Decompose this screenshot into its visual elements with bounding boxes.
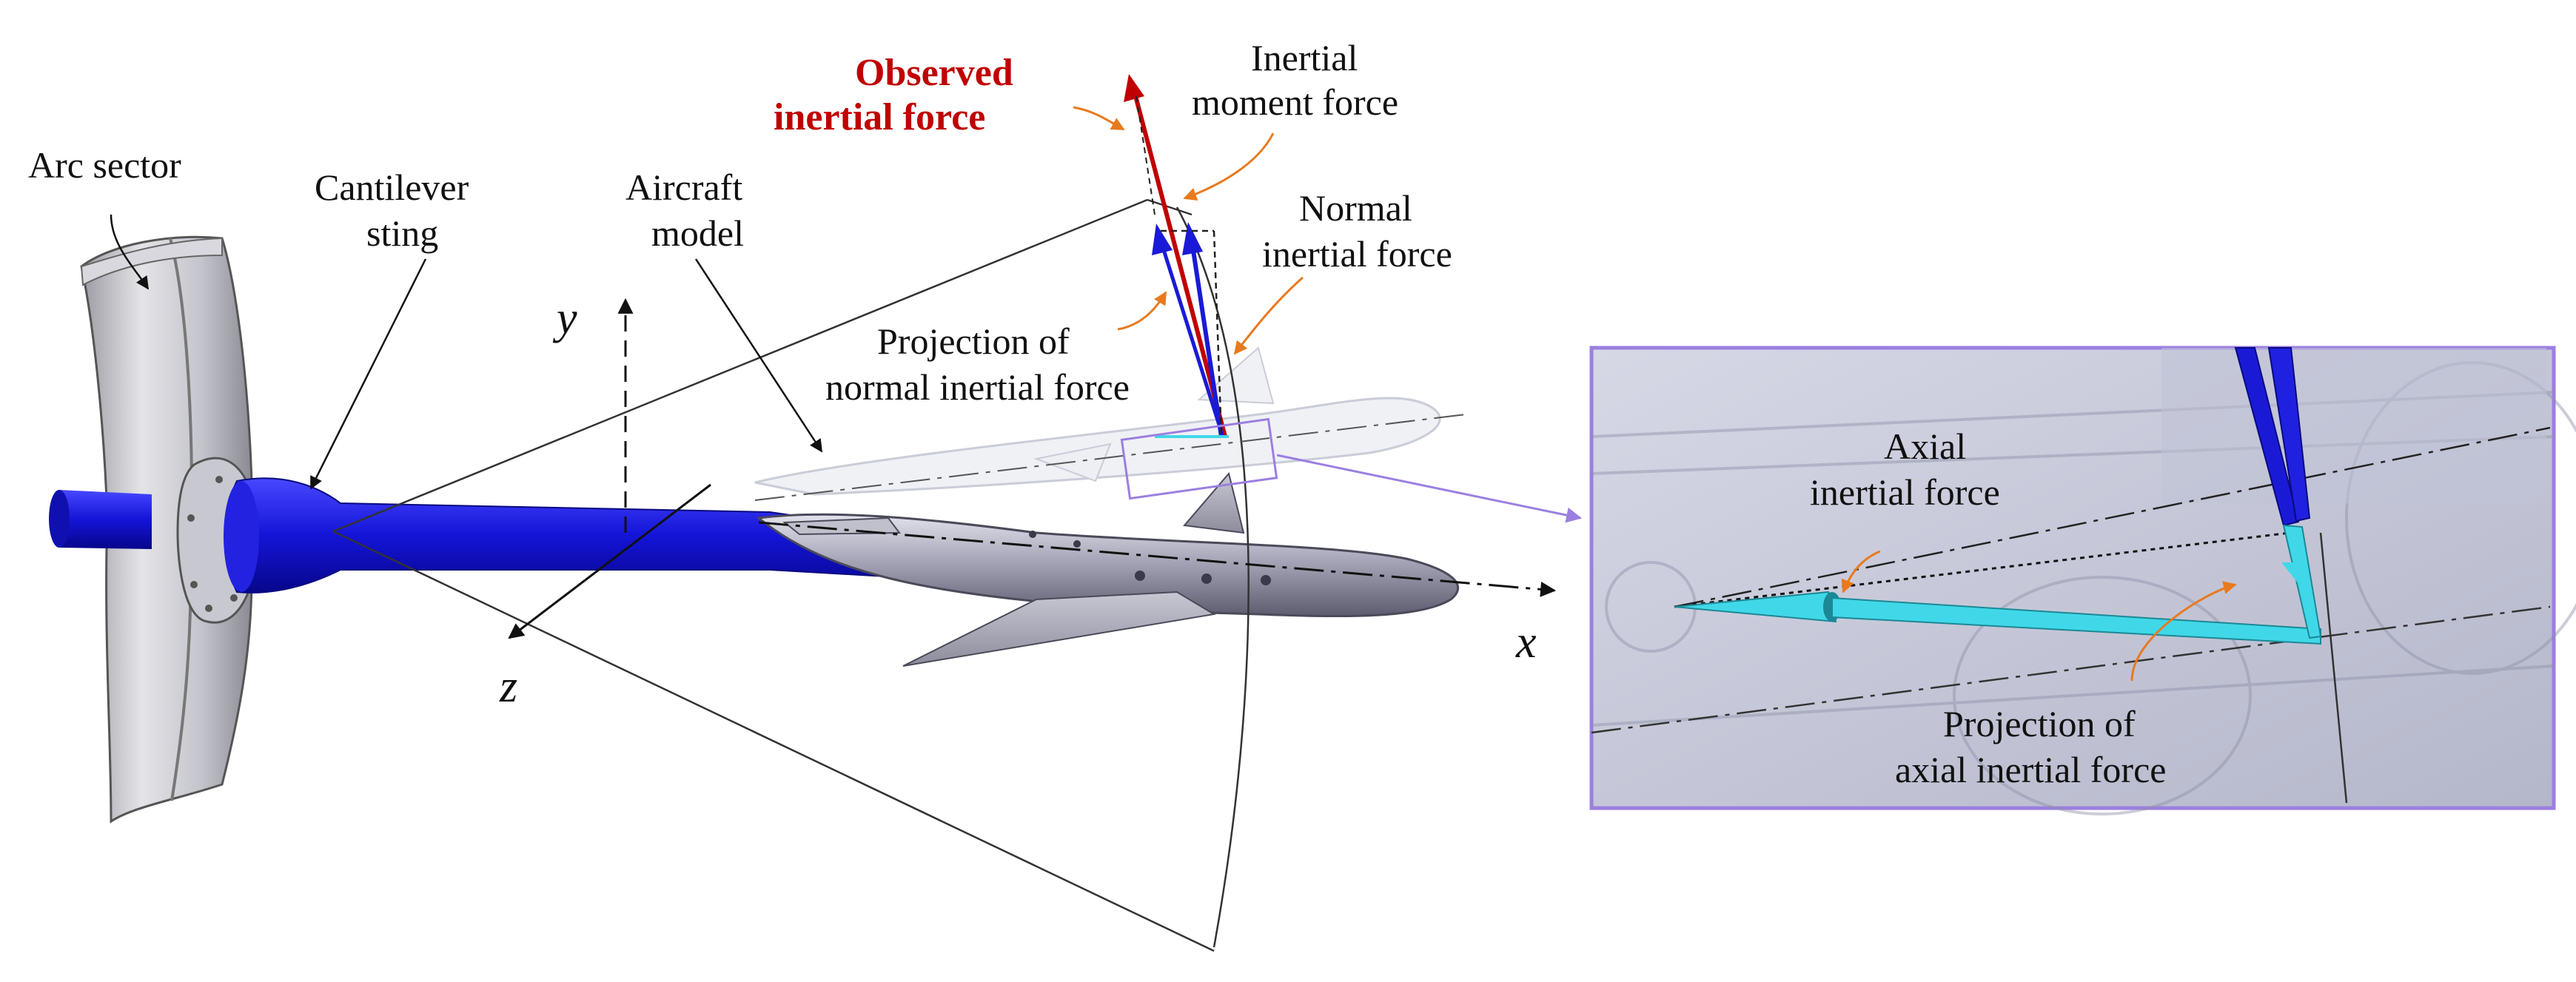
normal-force-label-line1: Normal [1299,187,1412,229]
aircraft-label-line1: Aircraft [625,167,742,208]
normal-force-label-line2: inertial force [1262,233,1452,275]
main-force-vectors [1124,74,1229,438]
observed-force-arrow [1132,90,1227,437]
x-axis-label: x [1515,617,1537,667]
observed-force-label-line2: inertial force [774,96,985,138]
proj-normal-label-line2: normal inertial force [825,366,1130,408]
axial-force-label-line2: inertial force [1810,471,2000,513]
proj-axial-label-line1: Projection of [1943,703,2136,744]
proj-normal-label-line1: Projection of [877,320,1070,362]
zoom-box [1120,417,1278,500]
arc-sector-label: Arc sector [28,144,181,186]
aircraft-label-line2: model [651,212,744,254]
detail-inset [1589,346,2576,815]
z-axis-label: z [499,662,517,712]
moment-force-label-line1: Inertial [1251,37,1358,78]
aircraft-model-part [756,471,1460,667]
axial-force-label-line1: Axial [1884,426,1966,467]
cantilever-sting-part [49,477,1030,593]
proj-axial-label-line2: axial inertial force [1895,749,2166,790]
labels: Arc sector Cantilever sting Aircraft mod… [28,37,2166,790]
coordinate-axes [508,297,1557,639]
cantilever-label-line2: sting [366,212,438,254]
y-axis-label: y [552,293,577,343]
leader-lines [110,106,2237,682]
angle-wedge-lines [332,198,1250,952]
normal-force-arrow [1190,240,1224,437]
zoom-pointer [1276,454,1583,523]
cantilever-label-line1: Cantilever [315,167,469,208]
observed-force-label-line1: Observed [855,52,1013,94]
projection-normal-arrow [1158,240,1225,437]
moment-force-label-line2: moment force [1192,81,1398,123]
